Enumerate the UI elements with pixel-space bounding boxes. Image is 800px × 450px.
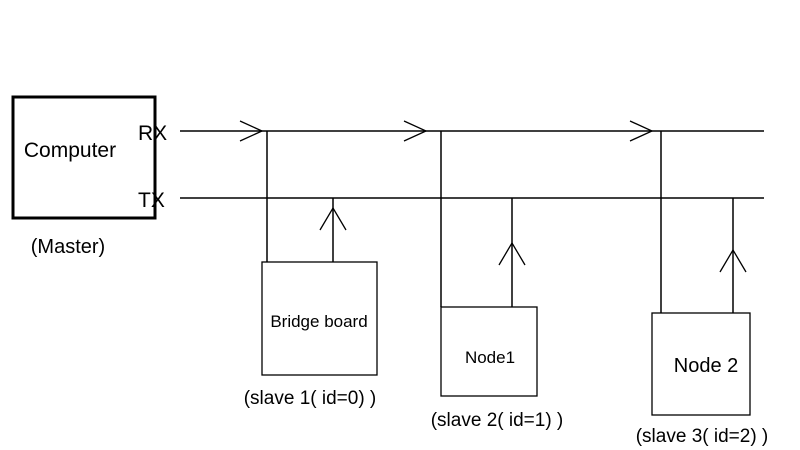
slave2-box-label: Node1 [465, 348, 515, 367]
slave3-caption: (slave 3( id=2) ) [636, 426, 769, 447]
slave1-box-label: Bridge board [270, 312, 367, 331]
master-role-label: (Master) [31, 236, 105, 258]
slave1-tx-arrow-icon [319, 206, 347, 231]
slave1-box [261, 261, 378, 376]
master-computer-box [11, 95, 157, 220]
slave2-caption: (slave 2( id=1) ) [431, 410, 564, 431]
slave1-caption: (slave 1( id=0) ) [244, 388, 377, 409]
rx-line-label: RX [138, 122, 167, 145]
master-box-label: Computer [24, 139, 116, 162]
rx-arrow-icon [403, 120, 428, 142]
rx-arrow-icon [239, 120, 264, 142]
rx-arrow-icon [629, 120, 654, 142]
slave3-tx-arrow-icon [719, 248, 747, 273]
tx-line-label: TX [138, 189, 165, 212]
slave2-box [440, 306, 538, 397]
slave2-tx-arrow-icon [498, 241, 526, 266]
slave3-box [651, 312, 751, 416]
slave3-box-label: Node 2 [674, 355, 739, 377]
